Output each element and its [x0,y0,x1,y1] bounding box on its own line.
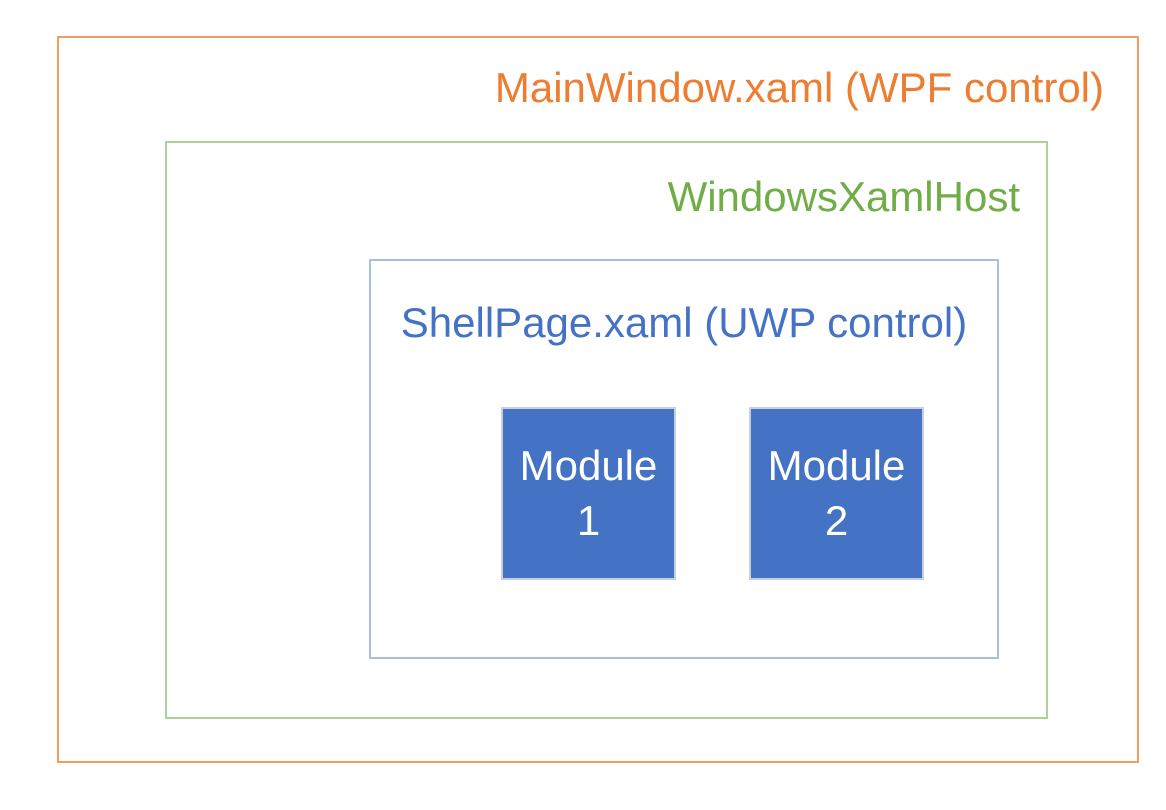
module-1-box: Module 1 [501,407,676,580]
module-1-label: Module 1 [519,441,658,544]
windowsxamlhost-box [165,141,1048,719]
shellpage-label: ShellPage.xaml (UWP control) [400,299,968,346]
module-2-label: Module 2 [767,441,906,544]
windowsxamlhost-label: WindowsXamlHost [667,173,1020,220]
mainwindow-label: MainWindow.xaml (WPF control) [494,64,1104,111]
shellpage-box [369,259,999,659]
module-2-box: Module 2 [749,407,924,580]
mainwindow-box [57,36,1139,763]
